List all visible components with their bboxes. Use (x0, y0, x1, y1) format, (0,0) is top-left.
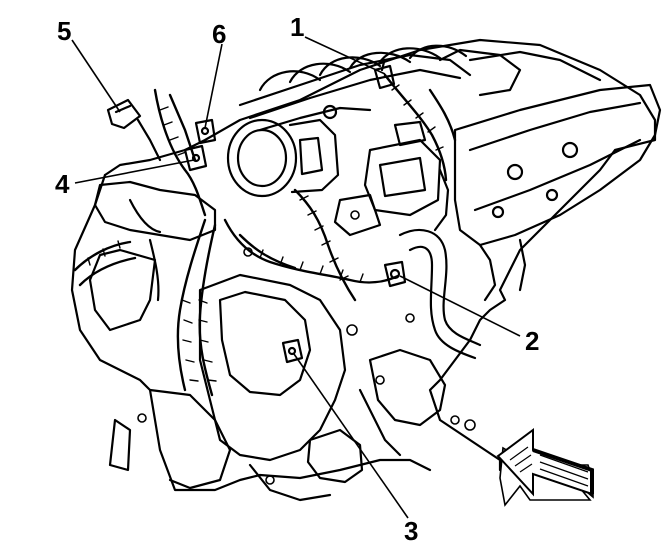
sensor-3 (281, 338, 304, 364)
connector-5 (106, 98, 162, 162)
callout-3: 3 (404, 516, 418, 546)
leader-6 (204, 43, 223, 129)
valve-cover (453, 83, 662, 302)
sensor-4 (183, 144, 208, 172)
intake-manifold (238, 44, 602, 132)
sensor-2 (383, 260, 407, 288)
sensor-1 (373, 60, 396, 90)
throttle-body (226, 104, 340, 198)
leader-4 (74, 159, 195, 184)
leader-5 (71, 39, 121, 113)
callout-4: 4 (55, 169, 70, 199)
wiring-harness (73, 73, 457, 397)
callout-2: 2 (525, 326, 539, 356)
callout-1: 1 (290, 12, 304, 42)
callout-5: 5 (57, 16, 71, 46)
leader-3 (293, 353, 409, 519)
egr-valve (333, 120, 450, 237)
harness-beads (87, 84, 444, 382)
callout-6: 6 (212, 19, 226, 49)
hoses (93, 180, 482, 360)
front-view-arrow (496, 428, 594, 507)
callout-numbers: 1 2 3 4 5 6 (55, 12, 539, 546)
leader-lines (71, 36, 521, 519)
bolts (137, 210, 476, 485)
leader-1 (304, 36, 386, 75)
leader-2 (399, 275, 521, 337)
engine-block (70, 38, 657, 502)
